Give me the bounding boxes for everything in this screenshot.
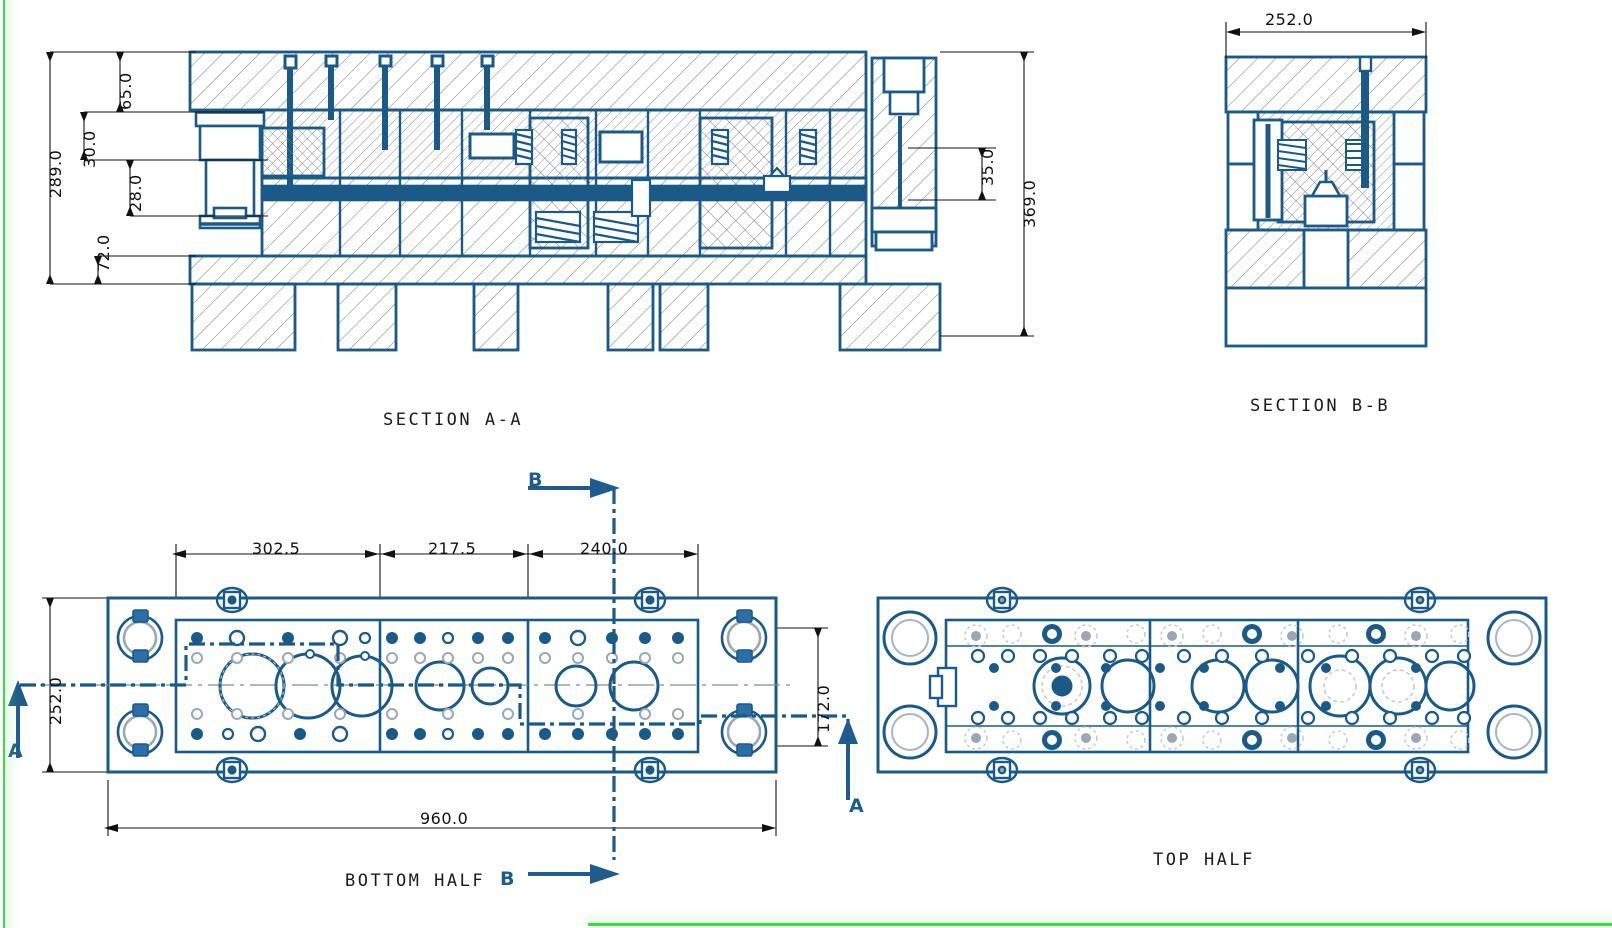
section-mark-a-right-label: A: [849, 795, 864, 817]
selection-border-left: [3, 0, 5, 928]
section-mark-a-left-label: A: [8, 740, 23, 762]
selection-glow-bottom: [588, 909, 1612, 923]
dim-30: 30.0: [80, 130, 99, 168]
caption-bottom-half: BOTTOM HALF: [345, 871, 486, 891]
dim-302-5: 302.5: [252, 539, 301, 558]
caption-top-half: TOP HALF: [1153, 850, 1255, 870]
dim-960: 960.0: [420, 809, 469, 828]
dim-65: 65.0: [116, 72, 135, 110]
section-bb-view: [1224, 22, 1428, 348]
section-aa-view: [46, 50, 1034, 352]
dim-252-plan: 252.0: [46, 676, 65, 725]
dim-35: 35.0: [978, 148, 997, 186]
selection-border-bottom: [588, 923, 1612, 926]
dim-217-5: 217.5: [428, 539, 477, 558]
caption-section-bb: SECTION B-B: [1250, 396, 1391, 416]
top-half-view: [876, 586, 1548, 784]
dim-252-bb: 252.0: [1265, 10, 1314, 29]
dim-172: 172.0: [814, 684, 833, 733]
dim-369: 369.0: [1020, 179, 1039, 228]
dim-72: 72.0: [94, 234, 113, 272]
dim-240-0: 240.0: [580, 539, 629, 558]
section-mark-b-top-label: B: [528, 469, 543, 491]
caption-section-aa: SECTION A-A: [383, 410, 524, 430]
selection-glow-left: [5, 0, 19, 928]
dim-289: 289.0: [46, 149, 65, 198]
section-mark-b-bottom-label: B: [500, 868, 515, 890]
dim-28: 28.0: [126, 174, 145, 212]
bottom-half-view: [8, 478, 858, 884]
